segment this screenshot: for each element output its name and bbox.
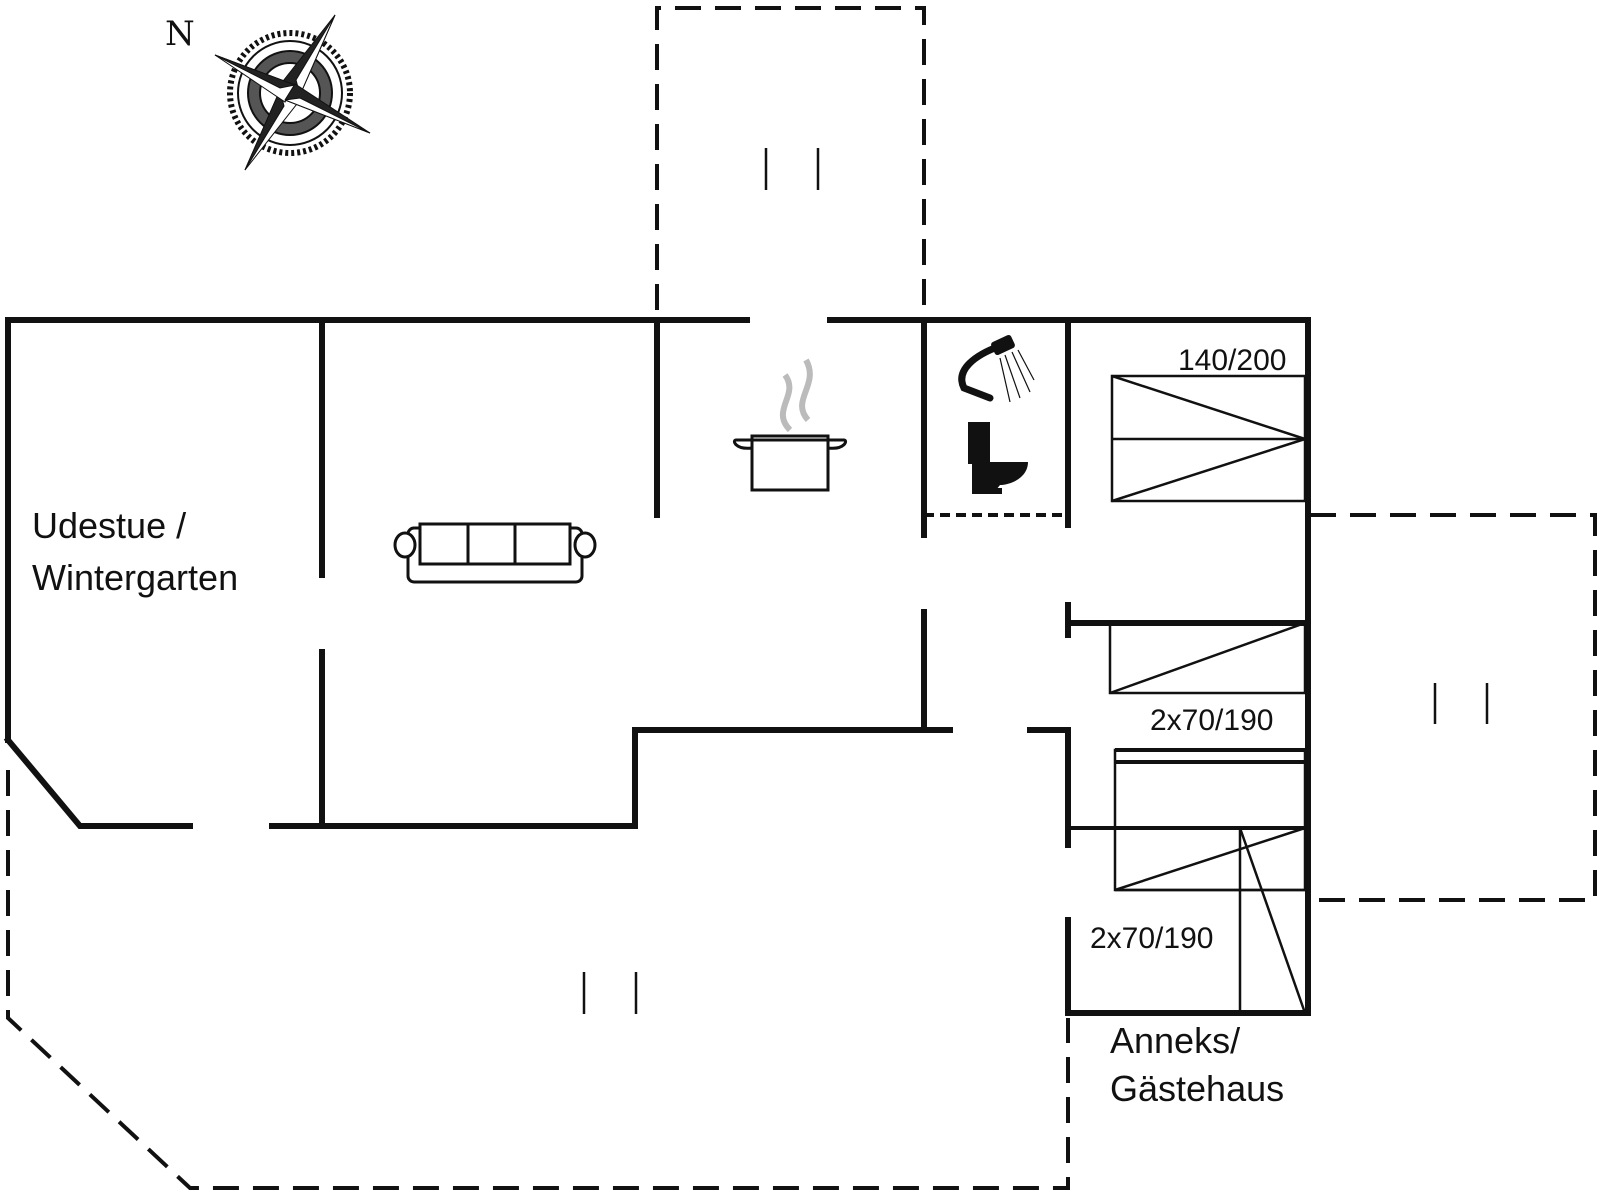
room-label-udestue-line2: Wintergarten	[32, 557, 238, 598]
cooking-pot-icon	[732, 358, 848, 492]
shower-icon	[958, 334, 1035, 403]
terrace-marker-icon	[582, 148, 1489, 1014]
compass-rose-icon: N	[165, 14, 371, 171]
double-bed: 140/200	[1110, 344, 1307, 503]
room-label-anneks-line2: Gästehaus	[1110, 1068, 1284, 1109]
bed-size-label-2: 2x70/190	[1150, 704, 1273, 737]
bed-size-label-1: 140/200	[1178, 344, 1286, 377]
sofa-icon	[393, 522, 597, 584]
room-label-udestue-line1: Udestue /	[32, 505, 186, 546]
room-label-anneks-line1: Anneks/	[1110, 1020, 1240, 1061]
toilet-icon	[968, 422, 1028, 494]
walls	[3, 317, 1311, 1016]
north-label: N	[165, 14, 195, 54]
bunk-bed: 2x70/190	[1090, 748, 1307, 1014]
terrace-outlines	[6, 6, 1597, 1190]
bed-size-label-3: 2x70/190	[1090, 922, 1213, 955]
single-bed-upper: 2x70/190	[1108, 621, 1307, 737]
